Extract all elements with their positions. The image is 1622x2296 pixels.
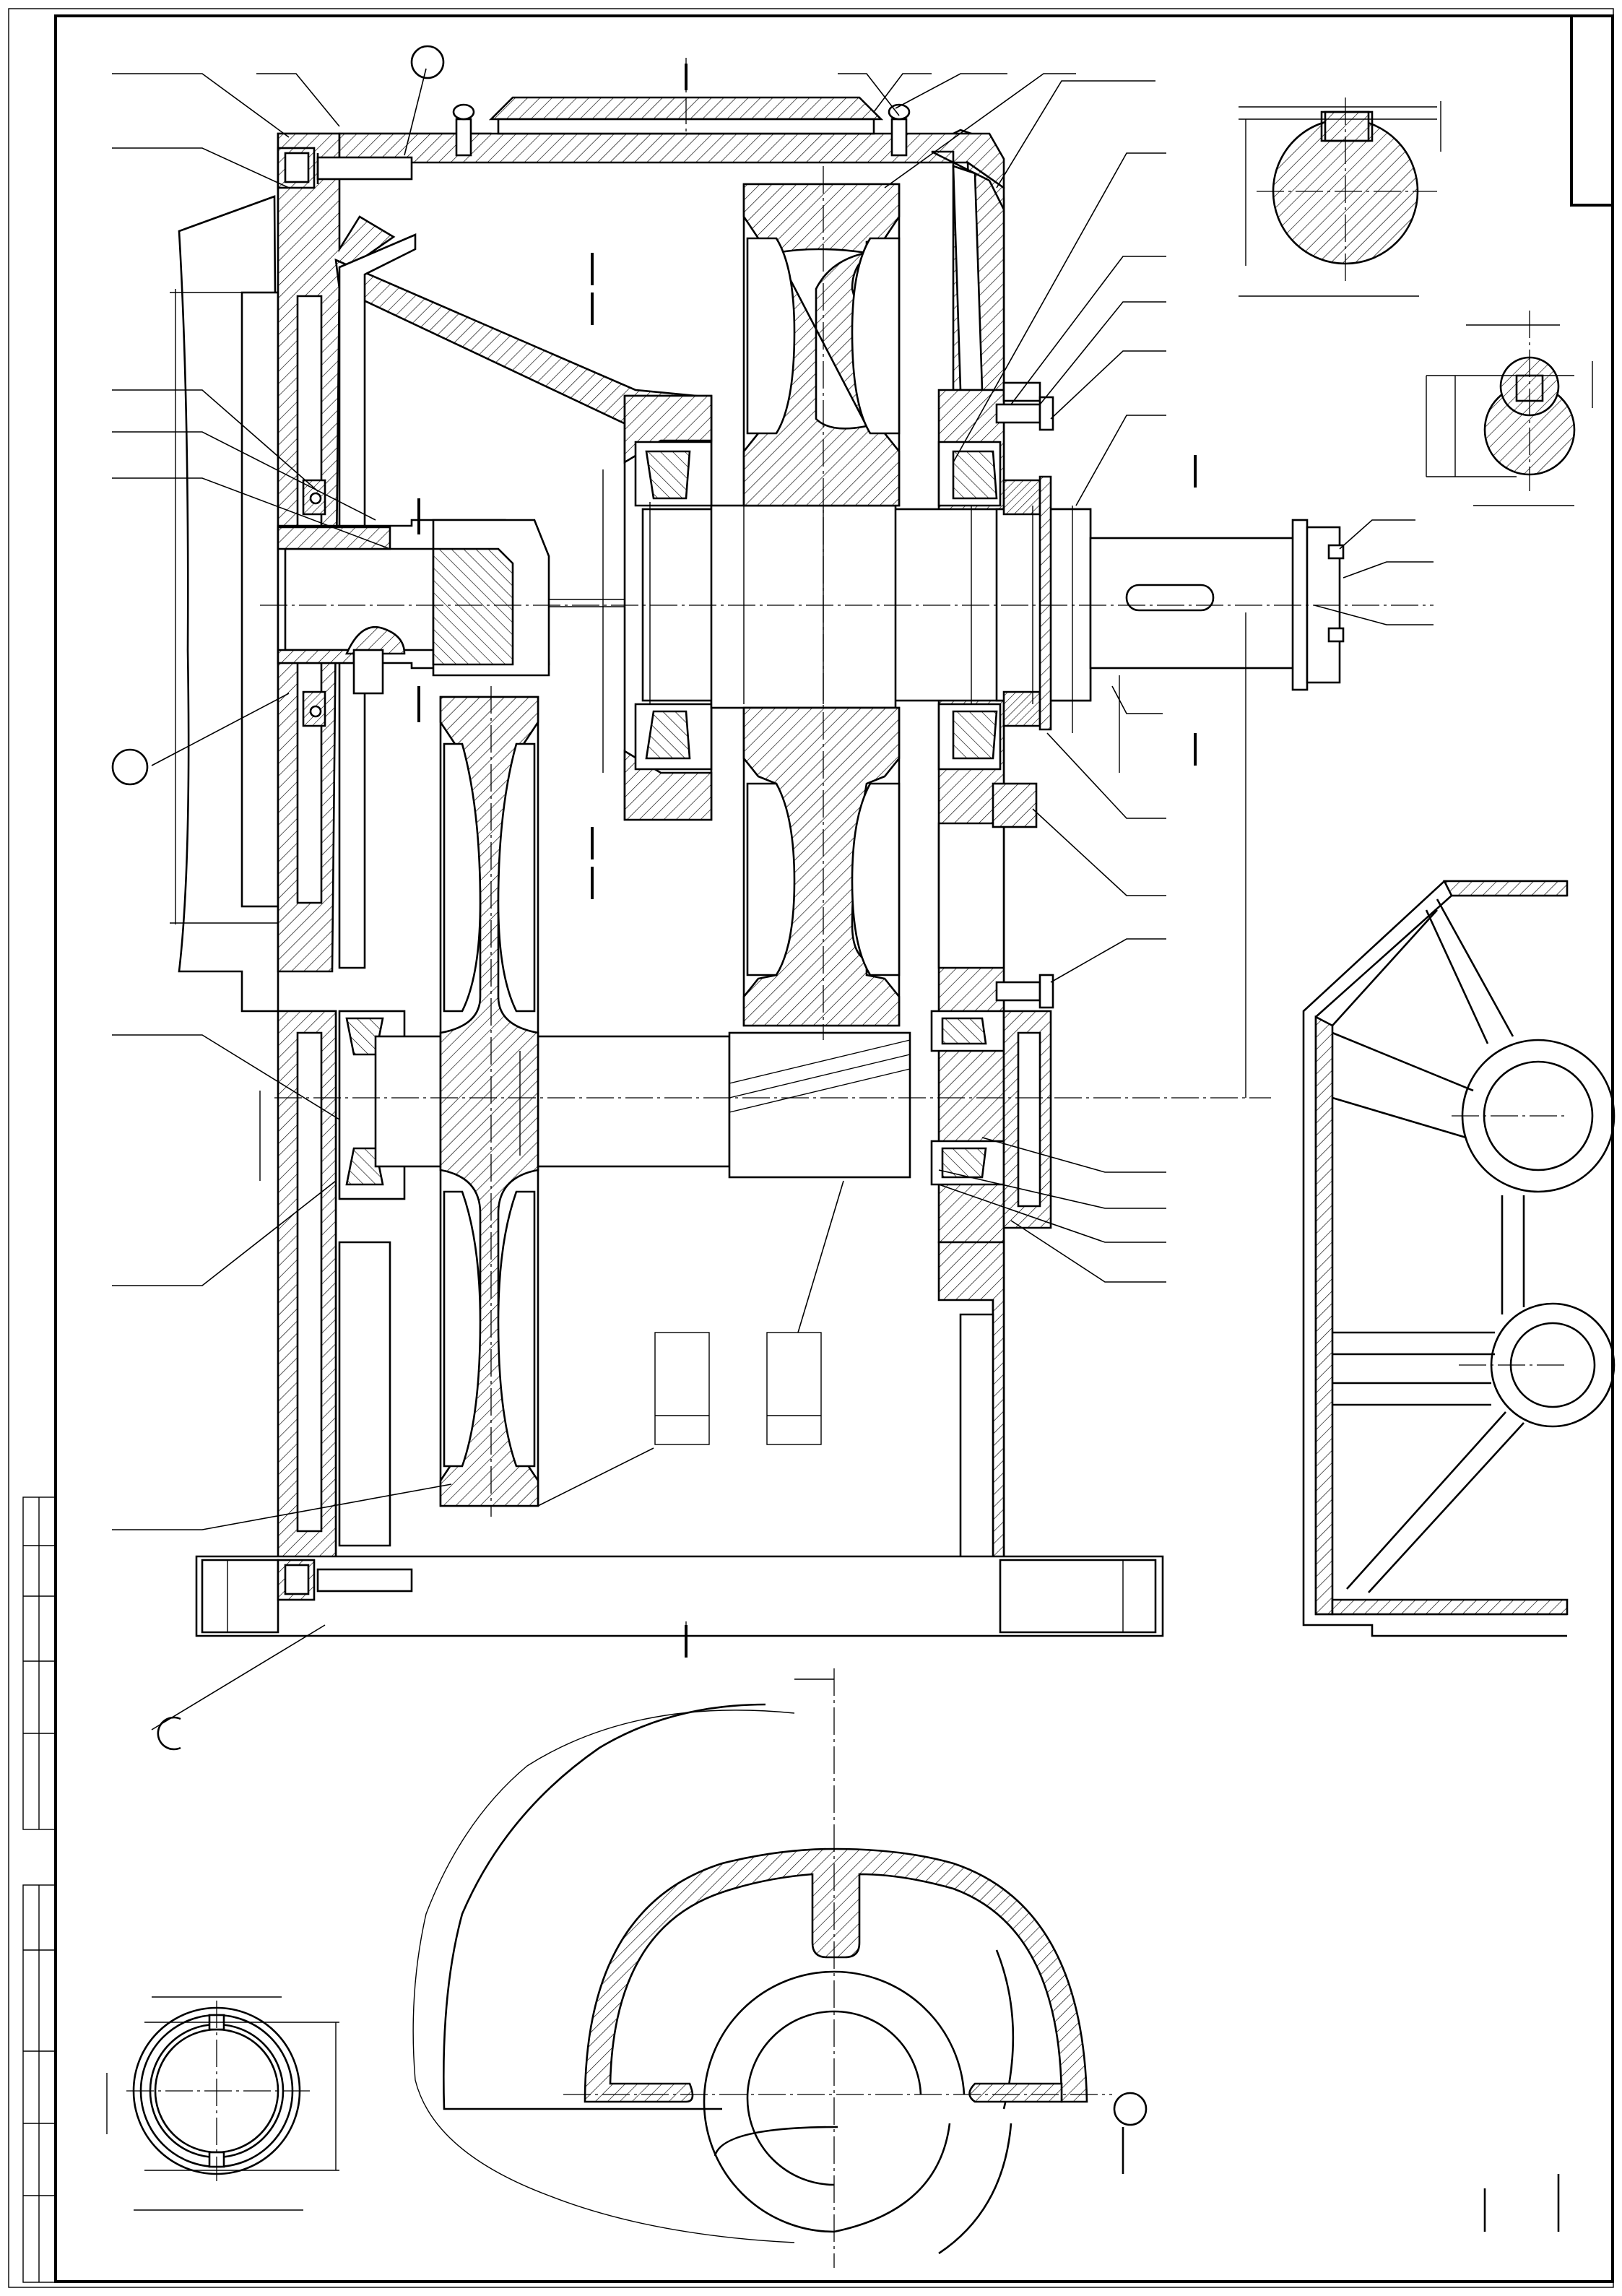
right-bolt-upper	[995, 396, 1054, 431]
input-shaft	[277, 479, 636, 727]
keyed-shaft-section-large	[1239, 98, 1441, 297]
main-section-view	[111, 45, 1434, 2174]
oil-gauge	[654, 1332, 822, 1445]
base-foot	[195, 1555, 1164, 1637]
housing-cover-view	[412, 1668, 1112, 2268]
right-bolt-lower	[995, 974, 1054, 1009]
bolt-top-left	[277, 147, 413, 189]
cover-screw-right	[888, 103, 911, 157]
large-gear-lower-shaft	[439, 696, 539, 1507]
housing-side-view	[1302, 880, 1616, 1637]
lower-shaft	[338, 1010, 1052, 1229]
bearing-cap-view	[106, 1996, 339, 2211]
keyed-shaft-section-small	[1426, 311, 1593, 506]
large-gear-upper	[742, 183, 901, 507]
balloon-icon	[157, 1716, 181, 1751]
balloon-icon	[111, 748, 149, 786]
balloon-icon	[1113, 2092, 1148, 2126]
balloon-icon	[410, 45, 445, 79]
sheet-frame	[8, 8, 1614, 2288]
leader-lines	[112, 68, 1434, 1730]
bolt-bottom-left	[277, 1559, 413, 1601]
dimension-lines	[175, 289, 1246, 1181]
section-markers	[417, 64, 1197, 1658]
large-gear-lower	[742, 706, 901, 1027]
cover-screw-left	[452, 103, 475, 157]
